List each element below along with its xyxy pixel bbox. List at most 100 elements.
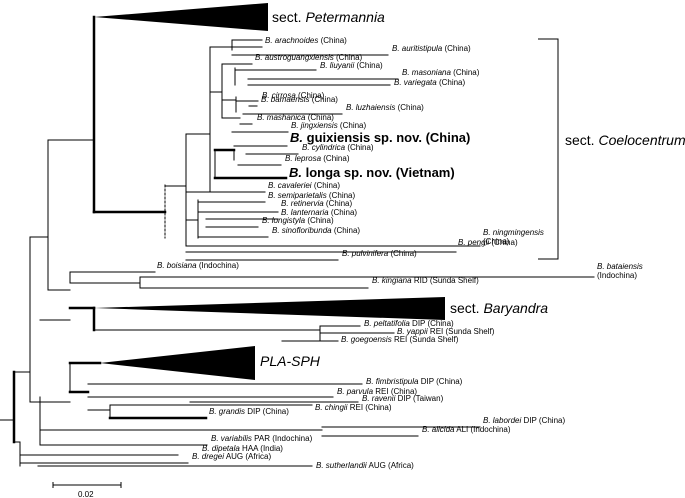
taxon-epithet: semiparietalis <box>278 191 327 200</box>
taxon-region: (Indochina) <box>597 271 637 280</box>
taxon-genus: B. <box>268 191 278 200</box>
taxon-genus: B. <box>265 36 275 45</box>
taxon-genus: B. <box>422 425 432 434</box>
taxon-label-variegata: B. variegata (China) <box>394 78 466 87</box>
taxon-label-luzhaiensis: B. luzhaiensis (China) <box>346 103 424 112</box>
taxon-epithet: variabilis <box>221 434 252 443</box>
taxon-genus: B. <box>483 416 493 425</box>
taxon-label-cirrosa: B. cirrosa (China) <box>262 91 325 100</box>
taxon-genus: B. <box>202 444 212 453</box>
taxon-label-variabilis: B. variabilis PAR (Indochina) <box>211 434 313 443</box>
taxon-label-mashanica: B. mashanica (China) <box>257 113 334 122</box>
taxon-region: REI (China) <box>375 387 417 396</box>
taxon-region: (China) <box>347 143 374 152</box>
taxon-genus: B. <box>337 387 347 396</box>
taxon-label-arachnoides: B. arachnoides (China) <box>265 36 347 45</box>
taxon-genus: B. <box>364 319 374 328</box>
taxon-epithet: chingii <box>325 403 348 412</box>
taxon-label-alicida: B. alicida ALI (Indochina) <box>422 425 511 434</box>
taxon-genus: B. <box>261 95 271 104</box>
taxon-genus: B. <box>255 53 265 62</box>
taxon-genus: B. <box>211 434 221 443</box>
taxon-genus: B. <box>291 121 301 130</box>
taxon-genus: B. <box>257 113 267 122</box>
taxon-epithet: peltatifolia <box>373 319 411 328</box>
taxon-label-dipetala: B. dipetala HAA (India) <box>202 444 283 453</box>
taxon-epithet: dipetala <box>212 444 241 453</box>
taxon-genus: B. <box>372 276 382 285</box>
taxon-genus: B. <box>341 335 351 344</box>
coelocentrum-section-label: sect. Coelocentrum <box>565 132 685 148</box>
taxon-genus: B. <box>302 143 312 152</box>
taxon-epithet: grandis <box>219 407 245 416</box>
taxon-genus: B. <box>402 68 412 77</box>
taxon-label-yappii: B. yappii REI (Sunda Shelf) <box>397 327 495 336</box>
taxon-genus: B. <box>268 181 278 190</box>
taxon-epithet: kingiana <box>382 276 412 285</box>
taxon-epithet: longa sp. nov. <box>306 165 392 180</box>
taxon-region: (China) <box>307 216 334 225</box>
taxon-epithet: sinofloribunda <box>282 226 332 235</box>
taxon-region: (China) <box>398 103 425 112</box>
taxon-region: REI (China) <box>350 403 392 412</box>
taxon-region: AUG (Africa) <box>368 461 414 470</box>
taxon-genus: B. <box>290 130 307 145</box>
taxon-region: (China) <box>491 238 518 247</box>
taxon-label-cavaleriei: B. cavaleriei (China) <box>268 181 340 190</box>
pla-sph-clade-triangle <box>100 346 255 380</box>
taxon-epithet: labordei <box>493 416 522 425</box>
taxon-genus: B. <box>157 261 167 270</box>
taxon-label-pengii: B. pengii (China) <box>458 238 518 247</box>
taxon-label-peltatifolia: B. peltatifolia DIP (China) <box>364 319 454 328</box>
taxon-region: (China) <box>314 181 341 190</box>
taxon-label-pulvinifera: B. pulvinifera (China) <box>342 249 417 258</box>
taxon-region: (China) <box>298 91 325 100</box>
taxon-epithet: masoniana <box>412 68 452 77</box>
taxon-region: (China) <box>426 130 471 145</box>
taxon-genus: B. <box>285 154 295 163</box>
taxon-label-guixiensis: B. guixiensis sp. nov. (China) <box>290 130 470 145</box>
taxon-epithet: cylindrica <box>312 143 346 152</box>
taxon-epithet: dregei <box>202 452 224 461</box>
taxon-region: PAR (Indochina) <box>254 434 312 443</box>
taxon-genus: B. <box>346 103 356 112</box>
taxon-region: (China) <box>453 68 480 77</box>
taxon-epithet: liuyanii <box>330 61 355 70</box>
taxon-label-sutherlandii: B. sutherlandii AUG (Africa) <box>316 461 414 470</box>
taxon-epithet: jingxiensis <box>300 121 338 130</box>
taxon-epithet: variegata <box>404 78 437 87</box>
taxon-label-ningmingensis: B. ningmingensis(China) <box>483 228 544 246</box>
taxon-epithet: sutherlandii <box>326 461 367 470</box>
taxon-genus: B. <box>394 78 404 87</box>
taxon-epithet: luzhaiensis <box>356 103 396 112</box>
taxon-genus: B. <box>366 377 376 386</box>
taxon-label-kingiana: B. kingiana RID (Sunda Shelf) <box>372 276 479 285</box>
coelocentrum-bracket <box>538 38 559 260</box>
taxon-genus: B. <box>342 249 352 258</box>
taxon-label-grandis: B. grandis DIP (China) <box>209 407 289 416</box>
taxon-region: DIP (China) <box>412 319 454 328</box>
taxon-region: DIP (China) <box>523 416 565 425</box>
taxon-genus: B. <box>262 91 272 100</box>
taxon-label-boisiana: B. boisiana (Indochina) <box>157 261 239 270</box>
taxon-labels: B. arachnoides (China) B. auritistipula (… <box>157 36 643 470</box>
taxon-genus: B. <box>209 407 219 416</box>
taxon-epithet: goegoensis <box>351 335 392 344</box>
taxon-genus: B. <box>262 216 272 225</box>
taxon-label-retinervia: B. retinervia (China) <box>281 199 352 208</box>
taxon-epithet: pulvinifera <box>351 249 389 258</box>
taxon-label-auritistipula: B. auritistipula (China) <box>392 44 471 53</box>
taxon-region: (China) <box>336 53 363 62</box>
taxon-genus: B. <box>315 403 325 412</box>
taxon-region: (China) <box>390 249 417 258</box>
pla-sph-group-label: PLA-SPH <box>260 353 321 369</box>
taxon-region: (China) <box>323 154 350 163</box>
taxon-epithet: pengii <box>467 238 490 247</box>
baryandra-section-label: sect. Baryandra <box>450 300 548 316</box>
petermannia-section-label: sect. Petermannia <box>272 9 385 25</box>
taxon-region: (China) <box>312 95 339 104</box>
taxon-region: (China) <box>356 61 383 70</box>
taxon-label-bataiensis: B. bataiensis(Indochina) <box>597 262 643 280</box>
taxon-epithet: leprosa <box>295 154 322 163</box>
